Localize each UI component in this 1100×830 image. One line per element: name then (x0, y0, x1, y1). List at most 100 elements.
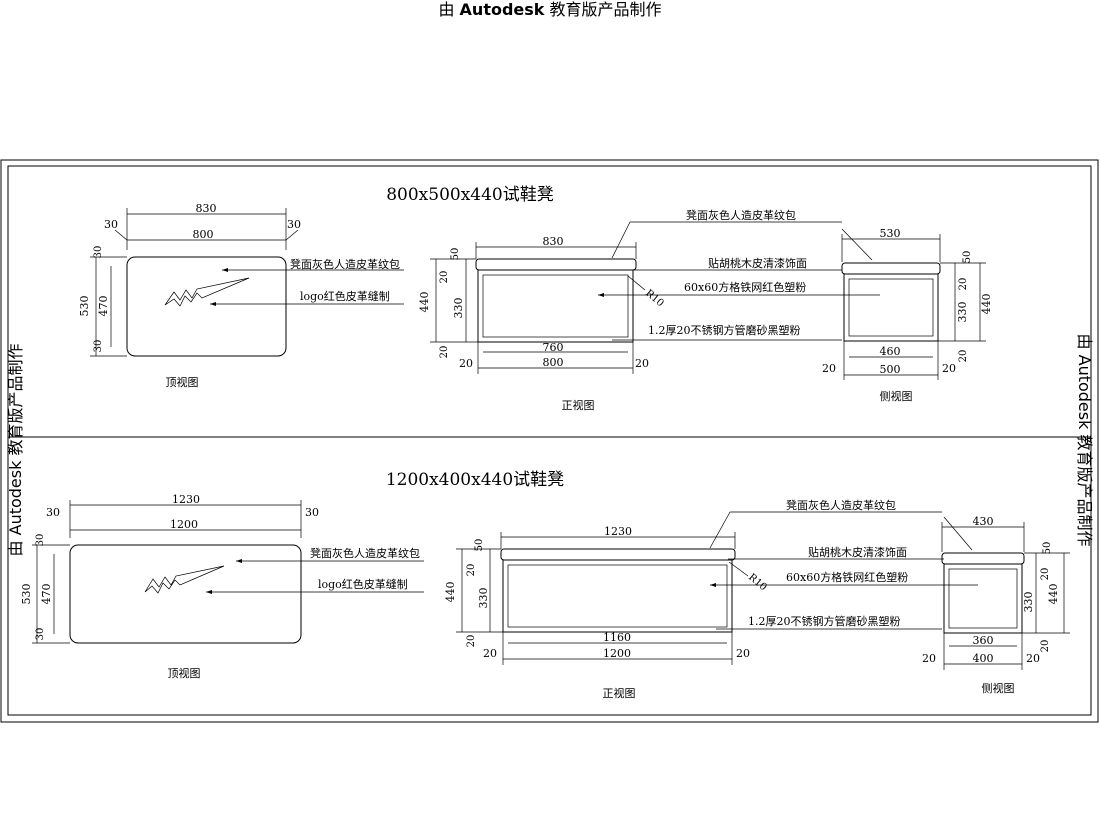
lower-front-note-1: 凳面灰色人造皮革纹包 (786, 498, 896, 512)
upper-front-dim-side-l: 20 (459, 357, 473, 370)
inner-frame (7, 165, 1092, 716)
lower-side-dim-bottom: 400 (973, 652, 994, 665)
lower-front-note-2: 贴胡桃木皮清漆饰面 (808, 545, 907, 559)
upper-top-dim-inner: 800 (193, 228, 214, 241)
lower-front-dim-side-r: 20 (736, 647, 750, 660)
lower-side-dim-bottom-inner: 360 (973, 634, 994, 647)
lower-top-note-surface: 凳面灰色人造皮革纹包 (310, 546, 420, 560)
upper-front-seat (475, 258, 637, 271)
upper-front-dim-bottom: 800 (543, 356, 564, 369)
upper-front-dim-top: 830 (543, 235, 564, 248)
outer-frame (0, 159, 1099, 723)
upper-side-seat (841, 262, 941, 275)
lower-side-mesh (948, 568, 1018, 629)
upper-front-dim-side-r: 20 (635, 357, 649, 370)
upper-top-dim-edge-t: 30 (93, 246, 104, 259)
upper-front-dim-bottom-inner: 760 (543, 341, 564, 354)
lower-side-dim-h-mid: 330 (1022, 592, 1035, 613)
lower-logo-swoosh (144, 565, 225, 594)
lower-side-view: 430 360 400 20 20 440 50 20 330 20 侧视图 (922, 515, 1070, 695)
lower-front-dim-bottom-inner: 1160 (603, 631, 631, 644)
lower-front-dim-radius: R10 (746, 572, 769, 593)
lower-front-dim-h-b: 20 (466, 635, 477, 648)
upper-side-dim-side-r: 20 (942, 362, 956, 375)
upper-front-dim-h-b: 20 (439, 346, 450, 359)
upper-side-dim-bottom-inner: 460 (880, 345, 901, 358)
upper-side-dim-h-total: 440 (980, 294, 993, 315)
lower-top-dim-inner: 1200 (170, 518, 198, 531)
lower-top-dim-edge-l: 30 (46, 506, 60, 519)
upper-side-dim-side-l: 20 (822, 362, 836, 375)
lower-side-dim-h-a: 20 (1040, 568, 1051, 581)
upper-side-frame (843, 273, 939, 342)
lower-top-caption: 顶视图 (168, 666, 201, 680)
upper-top-dim-edge-l: 30 (104, 218, 118, 231)
lower-front-dim-h-a: 20 (466, 564, 477, 577)
upper-title: 800x500x440试鞋凳 (386, 185, 554, 205)
lower-front-dim-top: 1230 (604, 525, 632, 538)
upper-side-dim-bottom: 500 (880, 363, 901, 376)
upper-top-view: 830 800 30 30 530 470 30 30 凳面灰色人造皮革纹包 l… (78, 202, 404, 389)
upper-top-dim-inner-h: 470 (97, 296, 110, 317)
lower-front-note-4: 1.2厚20不锈钢方管磨砂黑塑粉 (748, 614, 901, 628)
lower-top-seat-outline (69, 544, 302, 644)
lower-top-view: 1230 1200 30 30 530 470 30 30 凳面灰色人造皮革纹包… (20, 493, 424, 680)
upper-top-dim-edge-r: 30 (287, 218, 301, 231)
lower-side-dim-side-l: 20 (922, 652, 936, 665)
lower-side-dim-side-r: 20 (1026, 652, 1040, 665)
upper-top-note-logo: logo红色皮革缝制 (300, 289, 390, 303)
upper-front-dim-h-mid: 330 (452, 298, 465, 319)
upper-side-dim-h-a: 20 (958, 278, 969, 291)
lower-top-note-logo: logo红色皮革缝制 (318, 577, 408, 591)
upper-front-dim-h-a: 20 (439, 271, 450, 284)
lower-side-dim-h-b: 20 (1040, 640, 1051, 653)
lower-top-dim-outer: 1230 (172, 493, 200, 506)
lower-side-frame (943, 563, 1023, 634)
upper-front-view: 830 760 800 20 20 440 50 20 330 20 R10 (418, 208, 880, 412)
lower-side-dim-h-top: 50 (1042, 542, 1053, 555)
lower-front-dim-h-total: 440 (444, 582, 457, 603)
lower-front-mesh (507, 564, 728, 628)
upper-front-caption: 正视图 (562, 398, 595, 412)
lower-front-dim-h-top: 50 (474, 539, 485, 552)
watermark-top: 由 Autodesk 教育版产品制作 (438, 0, 662, 19)
lower-title: 1200x400x440试鞋凳 (386, 470, 564, 490)
upper-top-dim-outer: 830 (196, 202, 217, 215)
upper-logo-swoosh (164, 277, 250, 307)
upper-top-caption: 顶视图 (166, 375, 199, 389)
upper-front-note-3: 60x60方格铁网红色塑粉 (684, 280, 806, 294)
upper-front-note-2: 贴胡桃木皮清漆饰面 (708, 256, 807, 270)
upper-front-frame (477, 269, 634, 343)
lower-front-caption: 正视图 (603, 686, 636, 700)
lower-front-dim-h-mid: 330 (477, 588, 490, 609)
upper-front-note-1: 凳面灰色人造皮革纹包 (686, 208, 796, 222)
upper-front-dim-radius: R10 (643, 288, 666, 309)
lower-top-dim-edge-r: 30 (305, 506, 319, 519)
lower-top-dim-height: 530 (20, 584, 33, 605)
lower-front-frame (502, 559, 733, 633)
lower-top-dim-edge-b: 30 (35, 628, 46, 641)
lower-side-dim-top: 430 (973, 515, 994, 528)
lower-top-dim-inner-h: 470 (40, 584, 53, 605)
upper-side-dim-top: 530 (880, 227, 901, 240)
upper-top-note-surface: 凳面灰色人造皮革纹包 (290, 257, 400, 271)
lower-front-seat (500, 548, 736, 561)
upper-top-dim-edge-b: 30 (93, 340, 104, 353)
lower-front-dim-side-l: 20 (483, 647, 497, 660)
upper-front-note-4: 1.2厚20不锈钢方管磨砂黑塑粉 (648, 323, 801, 337)
upper-top-dim-height: 530 (78, 296, 91, 317)
lower-side-seat (941, 552, 1025, 565)
upper-front-mesh (482, 274, 629, 338)
upper-front-dim-h-total: 440 (418, 292, 431, 313)
lower-side-caption: 侧视图 (982, 681, 1015, 695)
upper-section: 800x500x440试鞋凳 830 800 30 30 530 470 30 … (78, 185, 993, 412)
upper-side-dim-h-b: 20 (958, 350, 969, 363)
lower-front-note-3: 60x60方格铁网红色塑粉 (786, 570, 908, 584)
lower-front-dim-bottom: 1200 (603, 647, 631, 660)
upper-side-mesh (848, 278, 934, 337)
lower-side-dim-h-total: 440 (1047, 584, 1060, 605)
lower-section: 1200x400x440试鞋凳 1230 1200 30 30 530 470 … (20, 470, 1070, 700)
upper-front-dim-h-top: 50 (450, 248, 461, 261)
upper-side-dim-h-top: 50 (962, 251, 973, 264)
